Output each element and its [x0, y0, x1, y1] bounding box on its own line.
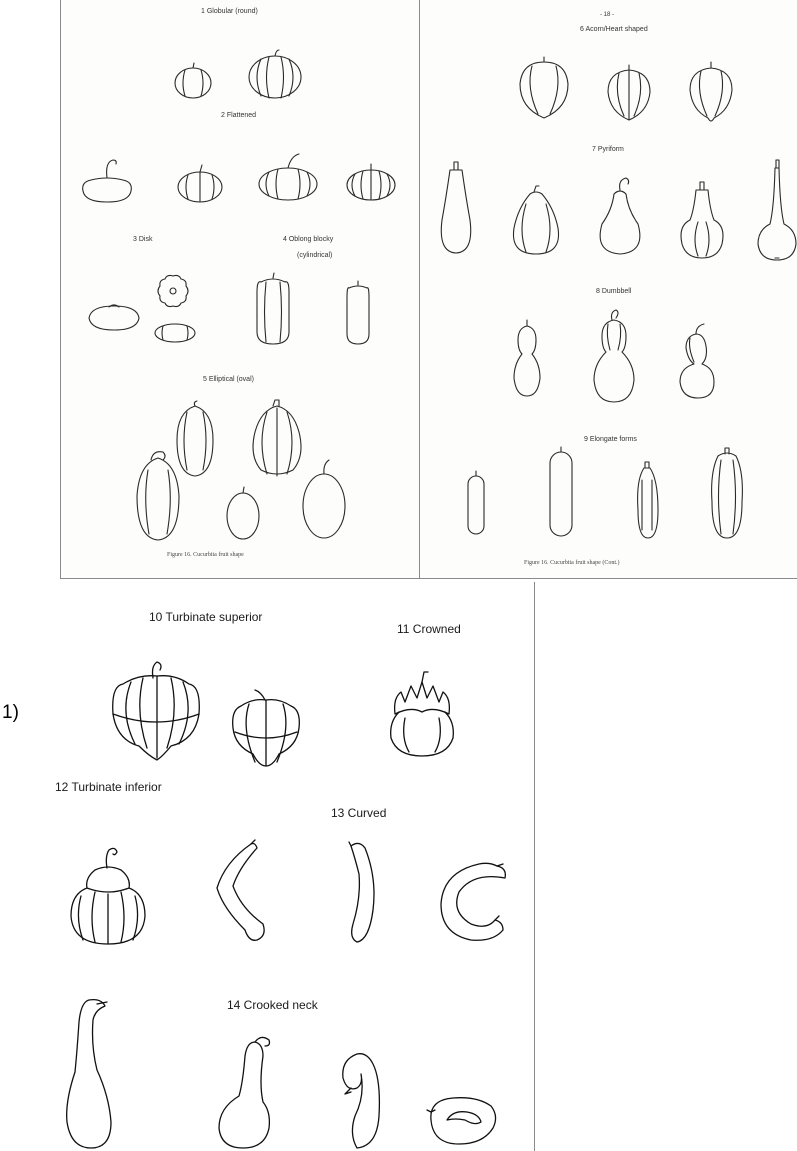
item-marker: 1)	[2, 702, 19, 724]
fruit-turbinate-superior-1	[109, 660, 203, 762]
fruit-dumbbell-2	[590, 308, 638, 404]
fruit-crooked-neck-3	[333, 1046, 385, 1150]
label-turbinate-superior: 10 Turbinate superior	[149, 610, 262, 624]
label-oblong-blocky: 4 Oblong blocky	[283, 236, 333, 243]
fruit-dumbbell-1	[510, 318, 544, 398]
fruit-crooked-neck-2	[211, 1034, 281, 1150]
fruit-elongate-1	[464, 470, 488, 538]
figure-panel-left: 1 Globular (round) 2 Flattened 3 Disk 4 …	[60, 0, 420, 579]
fruit-elongate-4	[708, 446, 746, 542]
figure-caption-left: Figure 16. Cucurbita fruit shape	[167, 552, 244, 558]
fruit-pyriform-4	[678, 180, 726, 258]
fruit-pyriform-3	[594, 176, 646, 256]
fruit-curved-1	[211, 838, 275, 944]
fruit-crowned	[385, 668, 459, 758]
label-curved: 13 Curved	[331, 806, 386, 820]
fruit-flattened-3	[257, 152, 319, 202]
fruit-pyriform-1	[436, 158, 476, 256]
fruit-pyriform-5	[756, 158, 797, 262]
label-dumbbell: 8 Dumbbell	[596, 288, 631, 295]
fruit-flattened-2	[176, 163, 224, 203]
fruit-flattened-1	[79, 158, 135, 206]
fruit-oblong-blocky-2	[343, 280, 373, 346]
label-globular: 1 Globular (round)	[201, 8, 258, 15]
fruit-flattened-4	[345, 160, 397, 202]
fruit-curved-2	[343, 838, 383, 948]
label-elliptical: 5 Elliptical (oval)	[203, 376, 254, 383]
fruit-elliptical-2	[249, 398, 305, 478]
fruit-globular-large	[247, 48, 303, 100]
fruit-elongate-2	[546, 446, 576, 540]
fruit-turbinate-inferior	[67, 844, 149, 948]
fruit-turbinate-superior-2	[229, 688, 303, 768]
fruit-acorn-3	[686, 60, 736, 124]
fruit-disk-flat	[153, 318, 197, 344]
fruit-elliptical-5	[301, 458, 347, 542]
fruit-acorn-2	[604, 64, 654, 122]
label-turbinate-inferior: 12 Turbinate inferior	[55, 780, 162, 794]
label-cylindrical: (cylindrical)	[297, 252, 332, 259]
label-disk: 3 Disk	[133, 236, 152, 243]
label-crooked-neck: 14 Crooked neck	[227, 998, 318, 1012]
fruit-globular-small	[173, 62, 213, 100]
fruit-crooked-neck-4	[423, 1090, 499, 1146]
figure-panel-bottom: 10 Turbinate superior 11 Crowned 12 Turb…	[53, 582, 535, 1151]
label-acorn-heart: 6 Acorn/Heart shaped	[580, 26, 648, 33]
fruit-pyriform-2	[508, 184, 564, 256]
fruit-elongate-3	[632, 460, 662, 542]
fruit-disk-side	[85, 302, 143, 334]
label-flattened: 2 Flattened	[221, 112, 256, 119]
label-elongate-forms: 9 Elongate forms	[584, 436, 637, 443]
fruit-crooked-neck-1	[61, 992, 121, 1150]
figure-caption-right: Figure 16. Cucurbita fruit shape (Cont.)	[524, 560, 619, 566]
figure-panel-right: - 18 - 6 Acorn/Heart shaped 7 Pyriform 8…	[419, 0, 797, 579]
fruit-elliptical-4	[225, 482, 261, 542]
label-crowned: 11 Crowned	[397, 622, 461, 636]
fruit-dumbbell-3	[676, 322, 718, 400]
fruit-oblong-blocky-1	[253, 272, 293, 346]
fruit-elliptical-3	[133, 448, 183, 544]
fruit-disk-scalloped	[157, 274, 189, 308]
fruit-acorn-1	[516, 54, 572, 120]
label-pyriform: 7 Pyriform	[592, 146, 624, 153]
page-number: - 18 -	[600, 12, 614, 18]
fruit-curved-3	[437, 858, 511, 942]
